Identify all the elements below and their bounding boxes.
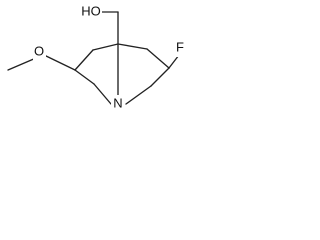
- nitrogen-label-background: [111, 95, 125, 112]
- chemical-structure-diagram: HO F O N: [0, 0, 254, 117]
- bond-lower-left-nitrogen: [93, 83, 112, 105]
- bond-ring-carbon-fluorine: [168, 54, 180, 69]
- bond-layer: [7, 11, 180, 105]
- bond-bridgehead-left-ring: [92, 43, 119, 51]
- skeletal-formula: HO F O N: [7, 3, 188, 112]
- fluorine-label: F: [176, 39, 184, 54]
- atom-label-layer: HO F O N: [33, 3, 188, 112]
- bond-ring-carbon-methoxy-oxygen: [43, 54, 76, 71]
- fluorine-label-background: [176, 40, 188, 57]
- bond-fluoro-carbon-lower-right: [150, 67, 170, 87]
- oxygen-label-background: [33, 43, 46, 60]
- bond-methoxy-oxygen-methyl: [7, 57, 37, 71]
- hydroxyl-label: HO: [81, 3, 101, 18]
- hydroxyl-label-background: [82, 3, 102, 20]
- bond-bridgehead-right-ring: [117, 43, 148, 50]
- oxygen-label: O: [34, 43, 44, 58]
- bond-lower-right-nitrogen: [125, 85, 152, 105]
- nitrogen-label: N: [113, 95, 122, 110]
- bond-methoxy-carbon-lower-left: [74, 69, 95, 85]
- bond-right-ring-fluoro-carbon: [146, 48, 170, 69]
- bond-left-ring-methoxy-carbon: [74, 49, 94, 71]
